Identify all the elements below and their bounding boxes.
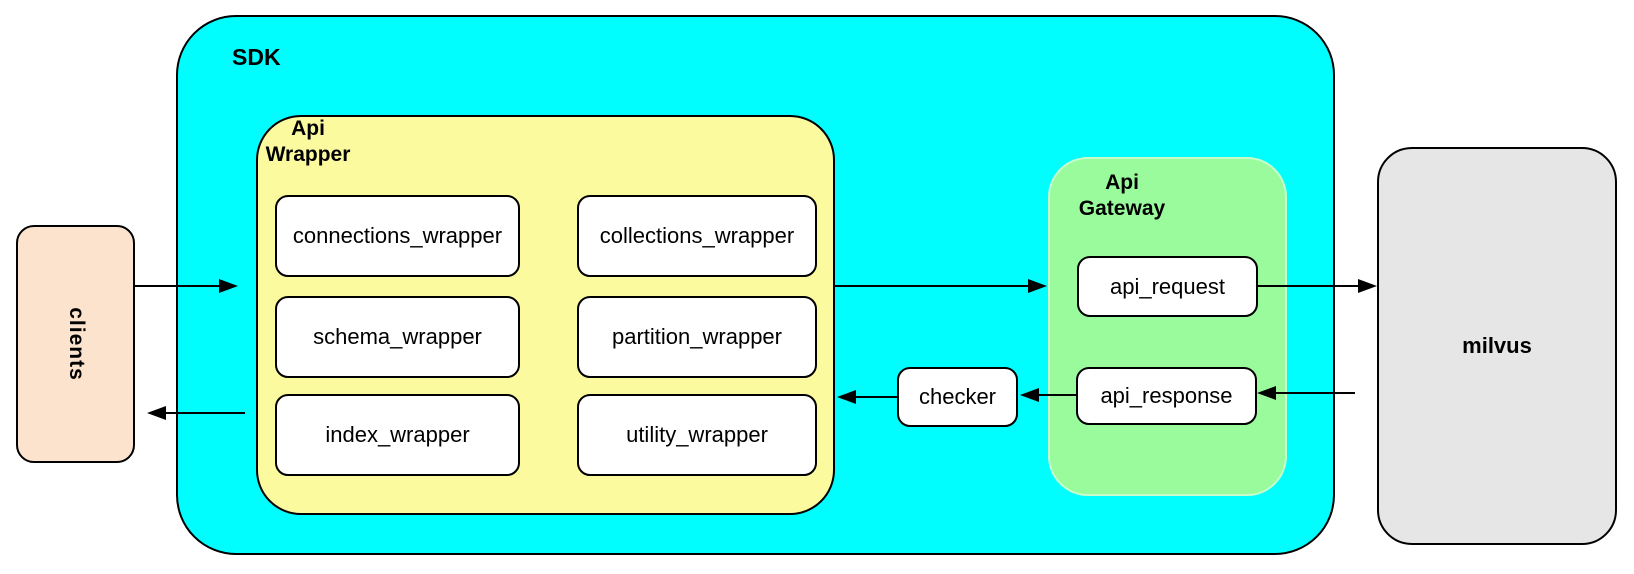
arrowhead-right-icon	[219, 279, 238, 293]
milvus-label: milvus	[1462, 333, 1532, 358]
node-label: partition_wrapper	[612, 324, 782, 349]
node-api-request: api_request	[1077, 256, 1258, 317]
node-label: utility_wrapper	[626, 422, 768, 447]
arrowhead-left-icon	[147, 406, 166, 420]
api-gateway-container	[1048, 157, 1287, 496]
arrowhead-left-icon	[1020, 388, 1039, 402]
arrow-line	[135, 285, 220, 287]
node-schema-wrapper: schema_wrapper	[275, 296, 520, 378]
arrow-line	[855, 396, 897, 398]
node-api-response: api_response	[1076, 367, 1257, 425]
clients-label: clients	[64, 307, 88, 381]
arrow-line	[1038, 394, 1076, 396]
node-connections-wrapper: connections_wrapper	[275, 195, 520, 277]
arrowhead-right-icon	[1028, 279, 1047, 293]
node-label: collections_wrapper	[599, 223, 795, 248]
arrow-line	[1258, 285, 1359, 287]
node-label: api_response	[1100, 383, 1233, 408]
node-index-wrapper: index_wrapper	[275, 394, 520, 476]
node-collections-wrapper: collections_wrapper	[577, 195, 817, 277]
arrow-line	[164, 412, 245, 414]
node-label: api_request	[1110, 273, 1225, 299]
node-label: connections_wrapper	[292, 223, 503, 248]
node-label: schema_wrapper	[313, 324, 482, 349]
arrowhead-left-icon	[837, 390, 856, 404]
milvus-node: milvus	[1377, 147, 1617, 545]
node-partition-wrapper: partition_wrapper	[577, 296, 817, 378]
api-wrapper-label: Api Wrapper	[265, 117, 351, 166]
api-gateway-label: Api Gateway	[1078, 171, 1166, 220]
sdk-label: SDK	[232, 44, 281, 70]
arrowhead-right-icon	[1358, 279, 1377, 293]
node-utility-wrapper: utility_wrapper	[577, 394, 817, 476]
clients-node: clients	[16, 225, 135, 463]
node-checker: checker	[897, 367, 1018, 427]
arrowhead-left-icon	[1257, 386, 1276, 400]
node-label: index_wrapper	[325, 422, 470, 447]
arrow-line	[1275, 392, 1355, 394]
arrow-line	[835, 285, 1029, 287]
node-label: checker	[918, 384, 997, 409]
